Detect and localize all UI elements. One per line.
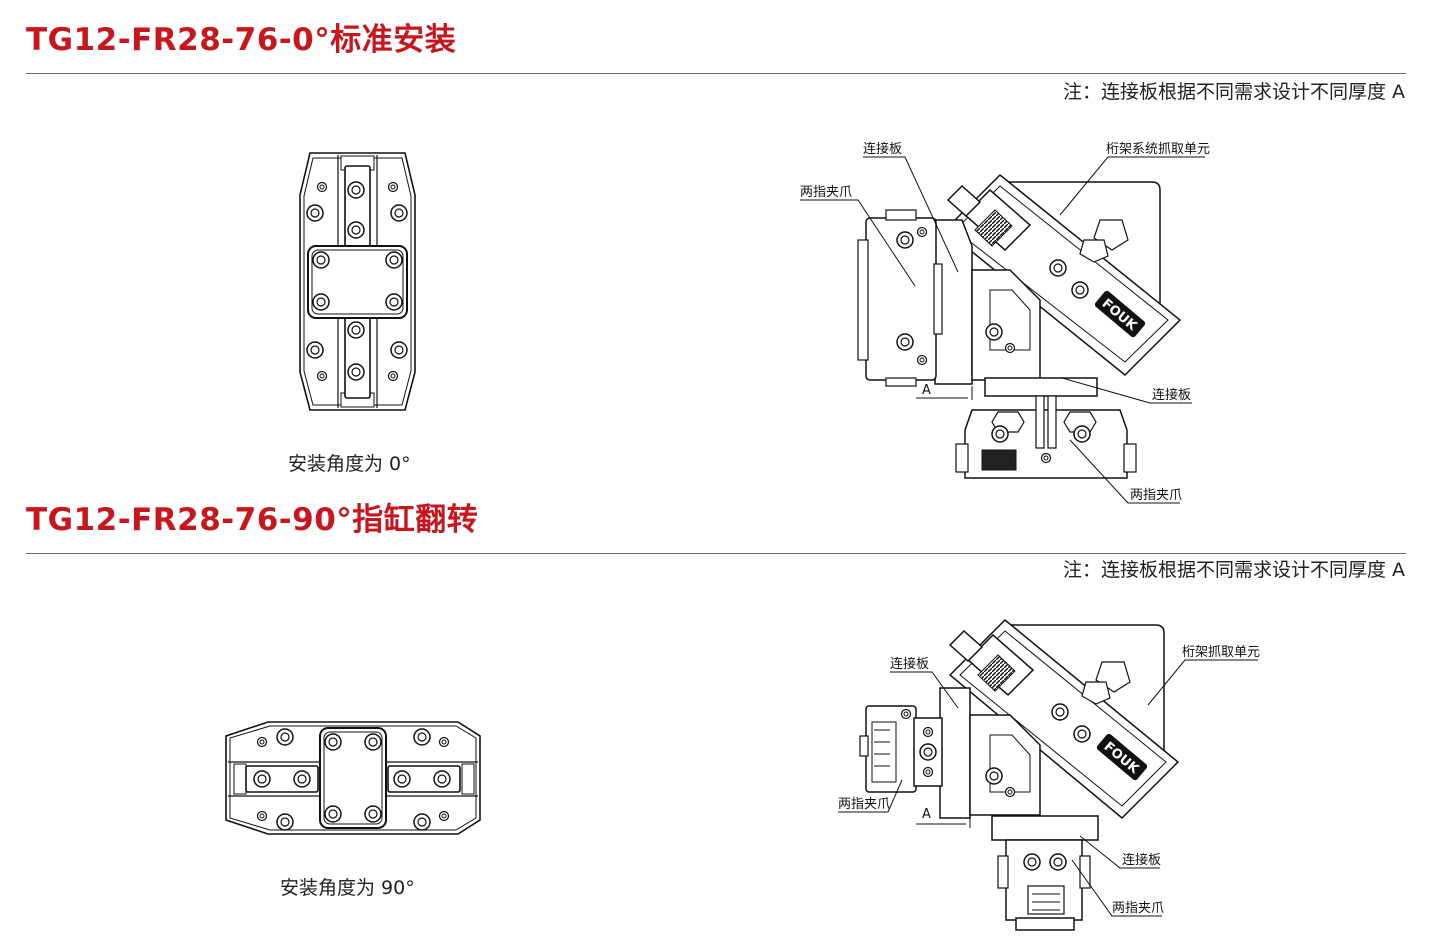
label-gripper-left-1: 两指夹爪 xyxy=(800,185,852,200)
leaders-90deg xyxy=(838,659,1258,917)
label-gantry-1: 桁架系统抓取单元 xyxy=(1106,142,1210,157)
label-plate-bottom-2: 连接板 xyxy=(1122,852,1161,868)
section1-caption: 安装角度为 0° xyxy=(288,453,411,475)
section2-divider xyxy=(26,553,1406,554)
section2-note: 注：连接板根据不同需求设计不同厚度 A xyxy=(1062,559,1405,581)
gripper-top-view-0deg xyxy=(299,152,416,411)
labels-90deg: 连接板 桁架抓取单元 两指夹爪 A 连接板 两指夹爪 xyxy=(838,645,1260,916)
assembly-side-view-0deg: FOUK xyxy=(857,173,1182,479)
label-gripper-bottom-2: 两指夹爪 xyxy=(1112,901,1164,916)
label-gantry-2: 桁架抓取单元 xyxy=(1182,645,1260,660)
section2-title: TG12-FR28-76-90°指缸翻转 xyxy=(26,502,479,538)
label-gripper-left-2: 两指夹爪 xyxy=(838,797,890,812)
label-gripper-bottom-1: 两指夹爪 xyxy=(1130,488,1182,503)
label-dim-a-2: A xyxy=(922,807,931,822)
assembly-side-view-90deg: FOUK xyxy=(859,618,1180,931)
label-plate-top-2: 连接板 xyxy=(890,656,929,672)
label-plate-top-1: 连接板 xyxy=(863,141,902,157)
section1-title: TG12-FR28-76-0°标准安装 xyxy=(26,22,457,58)
section2-caption: 安装角度为 90° xyxy=(280,877,415,899)
label-dim-a-1: A xyxy=(922,383,931,398)
label-plate-bottom-1: 连接板 xyxy=(1152,387,1191,403)
gripper-top-view-90deg xyxy=(225,721,481,835)
labels-0deg: 连接板 桁架系统抓取单元 两指夹爪 A 连接板 两指夹爪 xyxy=(800,141,1210,503)
leaders-0deg xyxy=(800,156,1205,504)
section1-note: 注：连接板根据不同需求设计不同厚度 A xyxy=(1062,81,1405,103)
section1-divider xyxy=(26,73,1406,74)
